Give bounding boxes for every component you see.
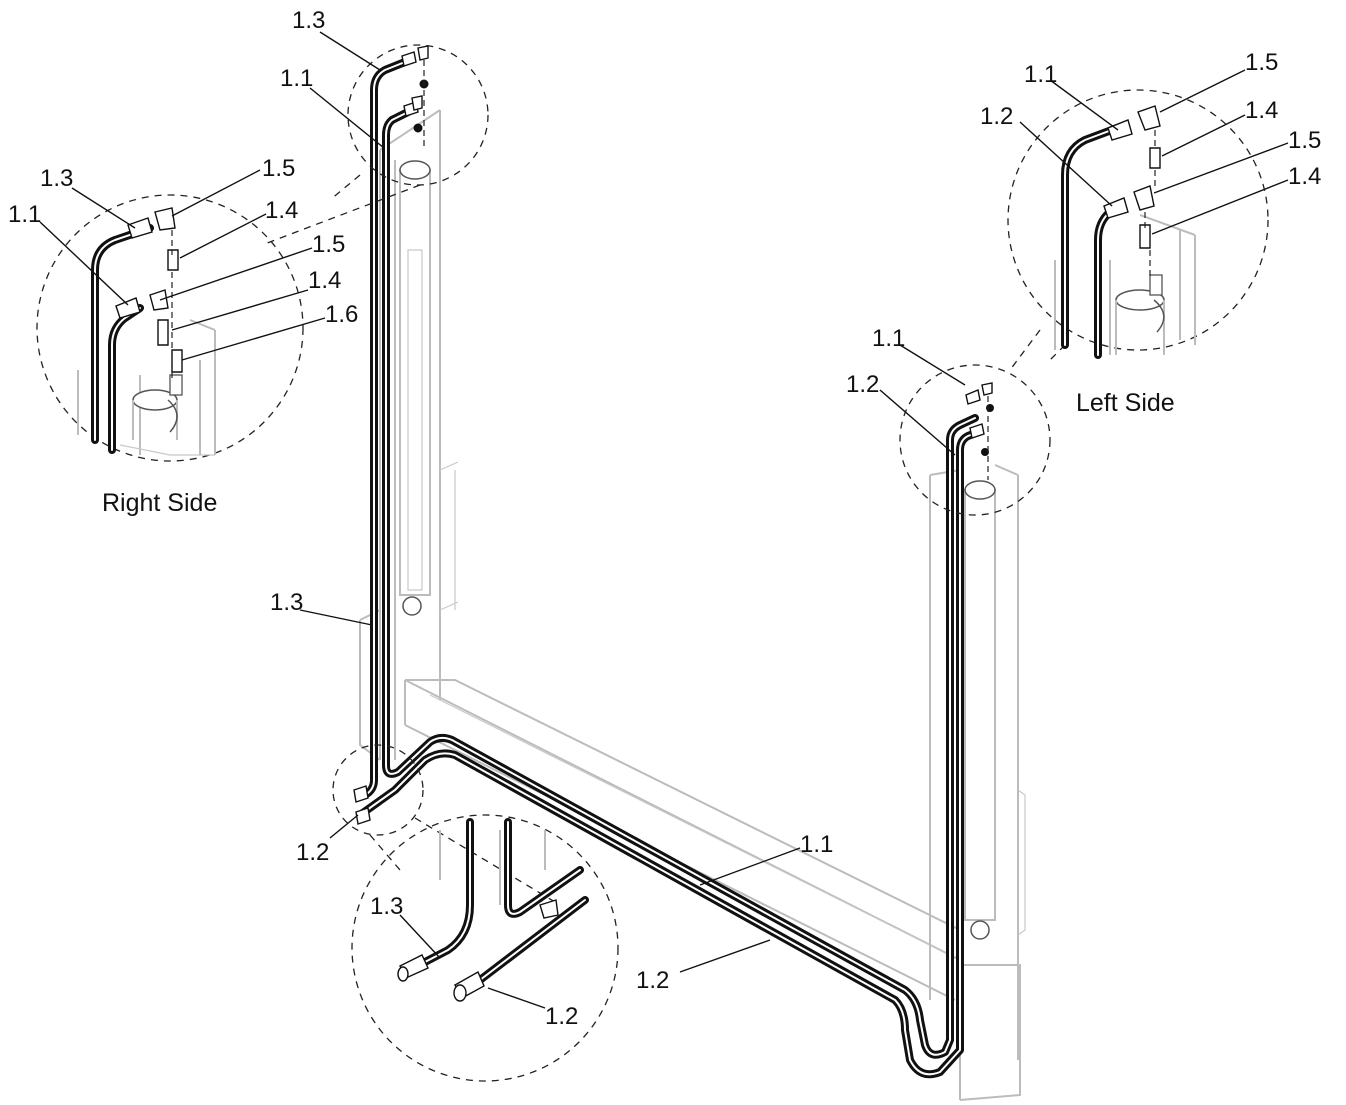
- cylinder-left: [964, 480, 996, 940]
- callout-main-bottom-1-2: 1.2: [296, 839, 329, 866]
- right-side-detail-circle: [36, 194, 304, 462]
- caption-left-side: Left Side: [1076, 389, 1175, 417]
- callout-rs-1-4-a: 1.4: [265, 197, 298, 224]
- right-side-detail: [36, 194, 304, 462]
- callout-rs-1-1: 1.1: [8, 201, 41, 228]
- left-side-detail-circle: [1007, 89, 1269, 351]
- callout-main-mid-1-3: 1.3: [270, 589, 303, 616]
- callout-ls-1-5-b: 1.5: [1288, 127, 1321, 154]
- callout-rs-1-4-b: 1.4: [308, 267, 341, 294]
- callout-labels: 1.3 1.1 1.3 1.2 1.1 1.2 1.1 1.2 1.3 1.1 …: [8, 7, 1321, 1030]
- left-side-detail: [1007, 89, 1269, 359]
- detail-circle-bottom-connection: [332, 744, 424, 836]
- caption-right-side: Right Side: [102, 489, 217, 517]
- callout-bd-1-3: 1.3: [370, 893, 403, 920]
- lift-frame: [359, 109, 1026, 1101]
- callout-ls-1-2: 1.2: [980, 103, 1013, 130]
- callout-bd-1-2: 1.2: [545, 1003, 578, 1030]
- callout-main-top-1-3: 1.3: [292, 7, 325, 34]
- callout-ls-1-4-b: 1.4: [1288, 163, 1321, 190]
- callout-main-top-1-1: 1.1: [280, 65, 313, 92]
- callout-rs-1-5-a: 1.5: [262, 155, 295, 182]
- callout-crossbar-1-2: 1.2: [636, 967, 669, 994]
- cylinder-right: [399, 160, 431, 616]
- callout-rs-1-5-b: 1.5: [312, 231, 345, 258]
- leader-lines: [39, 31, 1289, 1009]
- bd-hose-1-3: [421, 818, 474, 966]
- detail-circle-top-left-column: [899, 364, 1051, 516]
- callout-rs-1-6: 1.6: [325, 301, 358, 328]
- left-side-cylinder-cap: [1115, 274, 1165, 355]
- main-hoses: [353, 45, 994, 1079]
- callout-ls-1-5-a: 1.5: [1245, 49, 1278, 76]
- bottom-detail-circle: [351, 814, 619, 1082]
- callout-crossbar-1-1: 1.1: [800, 831, 833, 858]
- callout-ls-1-1: 1.1: [1024, 61, 1057, 88]
- callout-ls-1-4-a: 1.4: [1245, 97, 1278, 124]
- hose-1-1-main: [382, 108, 979, 1059]
- right-side-cylinder-cap: [132, 374, 183, 440]
- callout-rs-1-3: 1.3: [40, 165, 73, 192]
- callout-left-col-1-2: 1.2: [846, 371, 879, 398]
- callout-left-col-1-1: 1.1: [872, 325, 905, 352]
- detail-circle-top-right-column: [347, 44, 489, 186]
- bottom-detail: [351, 814, 619, 1082]
